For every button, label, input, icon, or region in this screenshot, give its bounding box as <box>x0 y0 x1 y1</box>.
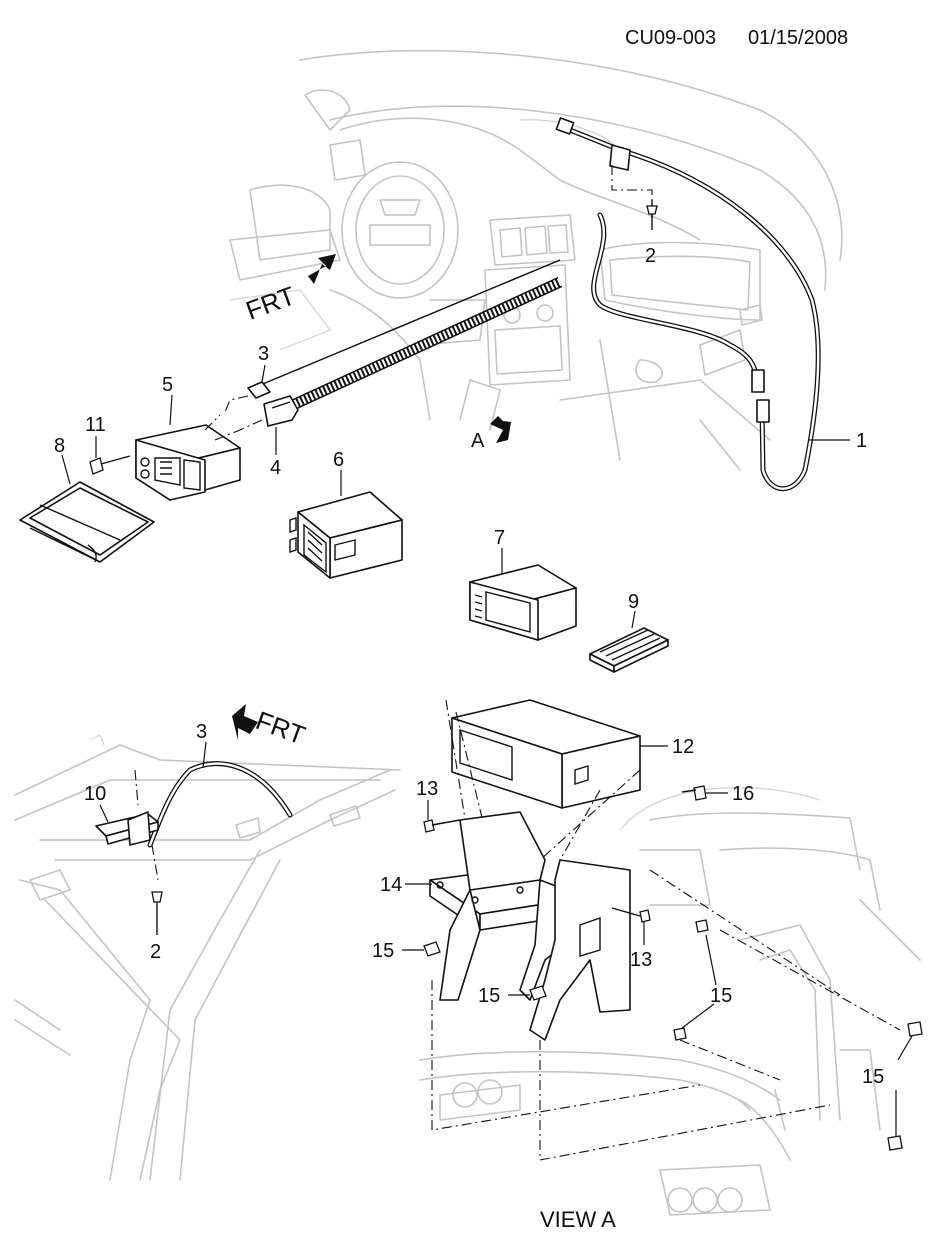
callout-3-top: 3 <box>258 343 269 365</box>
callout-15-b: 15 <box>478 985 500 1007</box>
callout-13-b: 13 <box>630 949 652 971</box>
screw-item-2-top: 2 <box>611 165 658 267</box>
diagram-code: CU09-003 <box>625 27 716 49</box>
bracket-item-14: 14 <box>380 811 631 1041</box>
nut-item-15-b: 15 <box>478 985 547 1007</box>
screw-item-11: 11 <box>85 414 131 475</box>
callout-5: 5 <box>162 374 173 396</box>
cd-unit-item-6: 6 <box>289 449 403 579</box>
callout-15-c: 15 <box>710 985 732 1007</box>
antenna-cable-pillar: 3 <box>147 721 293 848</box>
view-a-arrow: A <box>471 416 511 452</box>
callout-6: 6 <box>333 449 344 471</box>
callout-2-bottom: 2 <box>150 941 161 963</box>
view-a-letter: A <box>471 430 485 452</box>
screw-item-13-a: 13 <box>416 778 461 833</box>
antenna-cable <box>555 117 821 492</box>
button-pad-item-9: 9 <box>589 591 669 673</box>
clip-item-10: 10 <box>84 769 159 846</box>
callout-15-d: 15 <box>862 1066 884 1088</box>
callout-13-a: 13 <box>416 778 438 800</box>
frt-label-lower: FRT <box>252 705 309 750</box>
wiring-harness <box>257 259 563 415</box>
callout-10: 10 <box>84 783 106 805</box>
callout-1: 1 <box>856 430 867 452</box>
connector-item-4: 4 <box>239 395 299 479</box>
callout-7: 7 <box>494 527 505 549</box>
frt-arrow-lower: FRT <box>232 704 309 750</box>
radio-unit-item-5: 5 <box>135 374 241 501</box>
callout-8: 8 <box>54 435 65 457</box>
radio-unit-item-12: 12 <box>451 699 694 809</box>
screw-item-2-bottom: 2 <box>150 844 163 963</box>
callout-11: 11 <box>85 414 106 436</box>
view-a-guide-lines <box>431 699 901 1161</box>
display-unit-item-7: 7 <box>469 527 577 641</box>
screw-item-13-b: 13 <box>611 907 652 971</box>
bolt-item-16: 16 <box>681 783 754 805</box>
callout-14: 14 <box>380 874 402 896</box>
dashboard-background <box>229 49 843 471</box>
nut-item-15-d: 15 <box>862 1021 923 1151</box>
cover-item-8: 8 <box>19 435 155 563</box>
callout-9: 9 <box>628 591 639 613</box>
callout-15-a: 15 <box>372 940 394 962</box>
view-a-background <box>419 786 921 1216</box>
view-a-label: VIEW A <box>540 1207 616 1232</box>
callout-3-bottom: 3 <box>196 721 207 743</box>
callout-12: 12 <box>672 736 694 758</box>
diagram-date: 01/15/2008 <box>748 27 848 49</box>
pillar-background <box>14 734 401 1181</box>
frt-arrow-upper: FRT <box>242 254 336 326</box>
callout-2-top: 2 <box>645 245 656 267</box>
clip-item-3-top: 3 <box>224 343 271 413</box>
callout-4: 4 <box>270 457 281 479</box>
nut-item-15-a: 15 <box>372 940 441 962</box>
callout-16: 16 <box>732 783 754 805</box>
frt-label-upper: FRT <box>242 280 299 325</box>
nut-item-15-c: 15 <box>673 919 732 1041</box>
